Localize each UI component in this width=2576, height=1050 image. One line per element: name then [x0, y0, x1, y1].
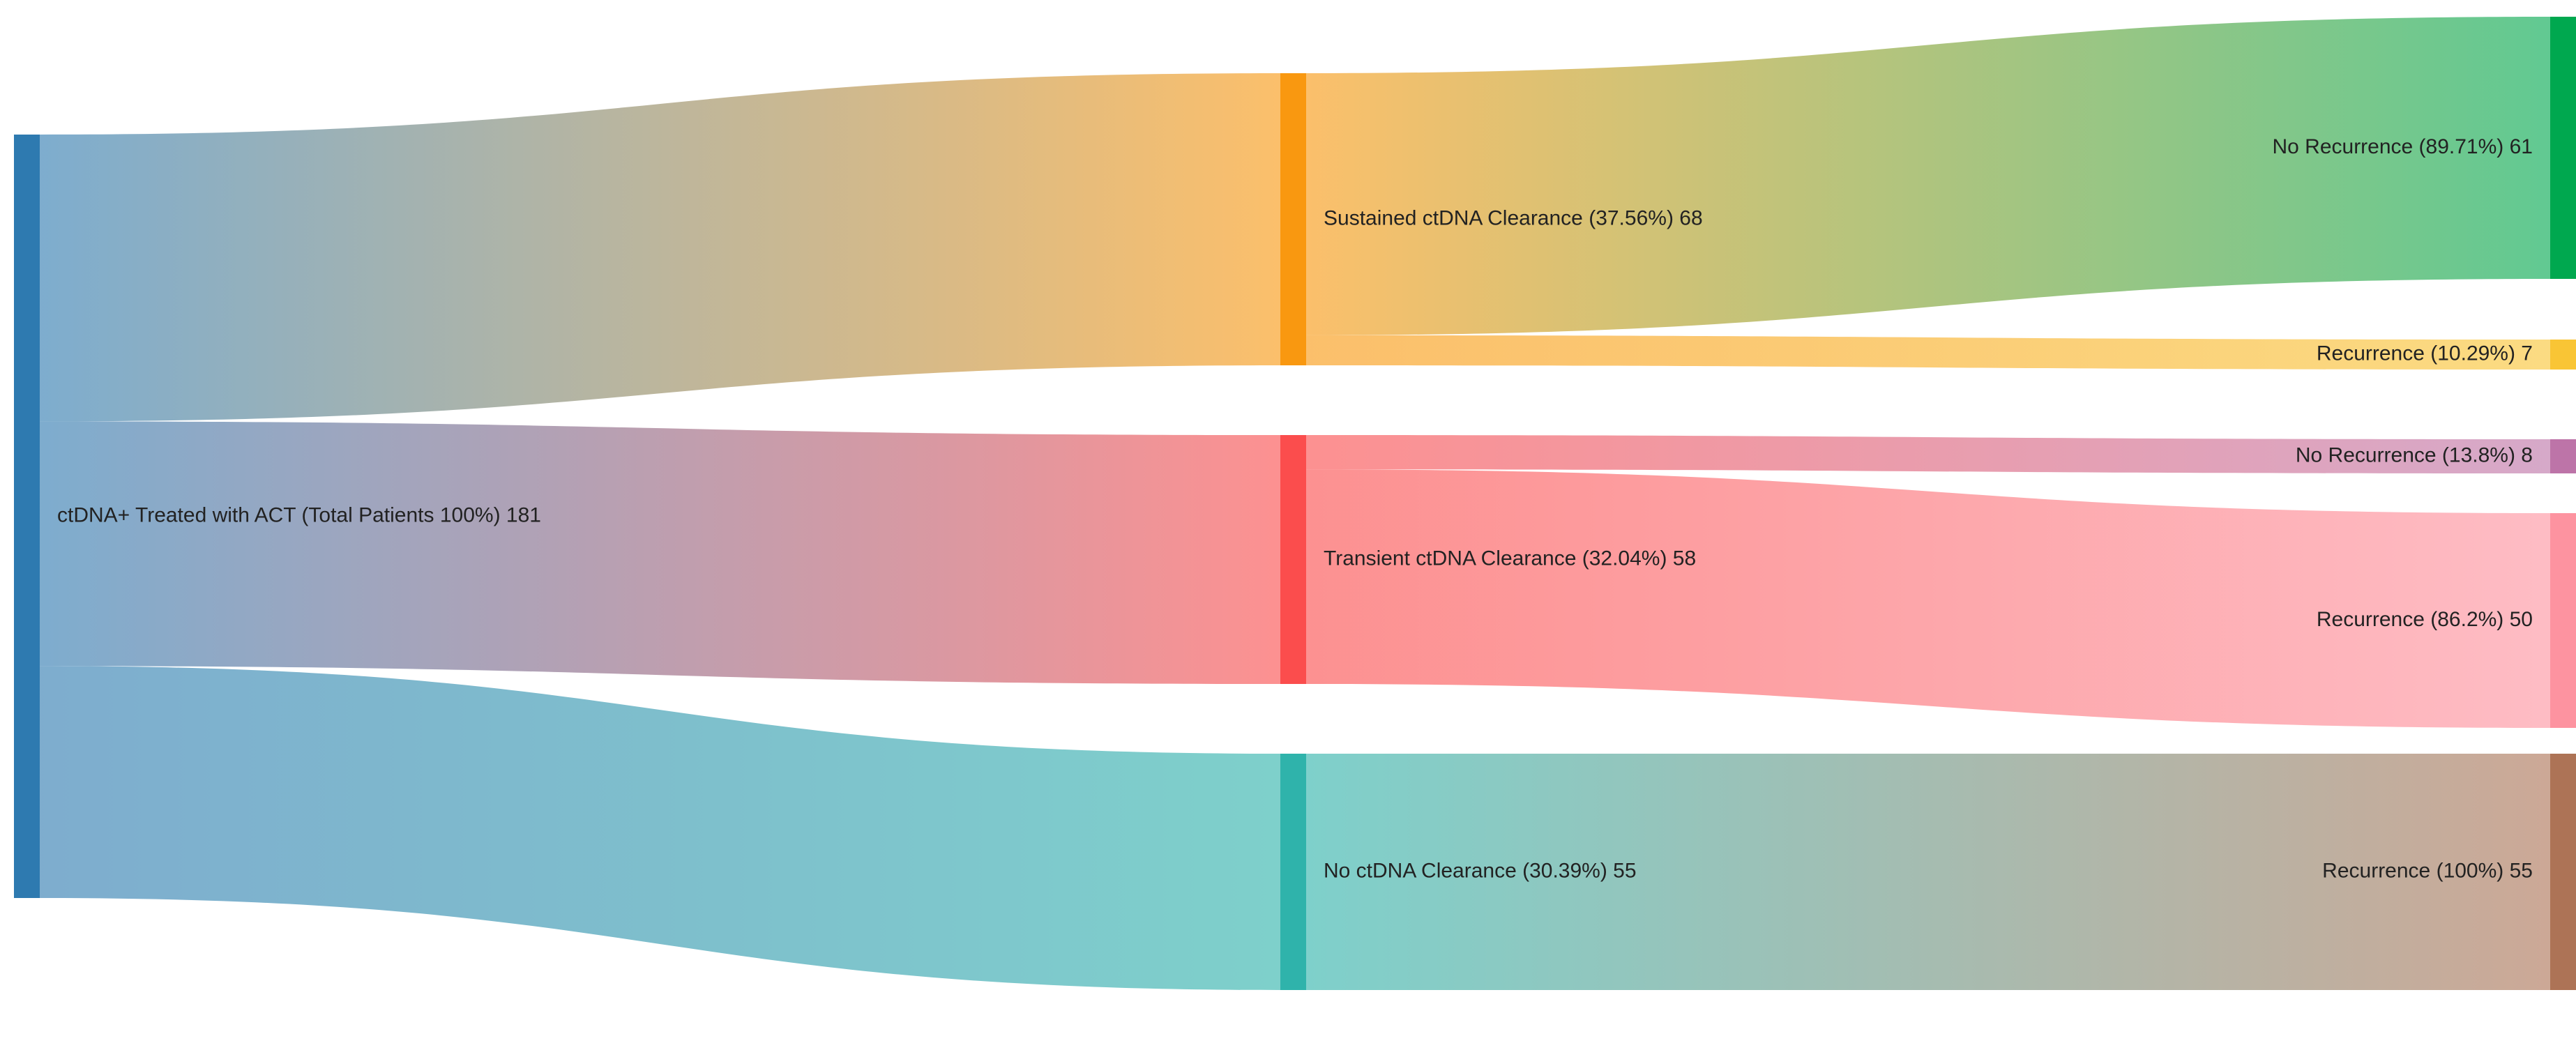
sankey-node-noclearance[interactable] — [1280, 754, 1306, 990]
labels-layer: ctDNA+ Treated with ACT (Total Patients … — [57, 135, 2533, 883]
sankey-node-transient[interactable] — [1280, 435, 1306, 684]
sankey-node-sustained-rec[interactable] — [2550, 340, 2576, 370]
sankey-node-noclearance-rec[interactable] — [2550, 754, 2576, 990]
sankey-link-noclearance-to-noclearance-rec[interactable] — [1306, 754, 2550, 990]
links-layer — [40, 17, 2550, 990]
sankey-node-sustained[interactable] — [1280, 73, 1306, 365]
sankey-node-label-sustained: Sustained ctDNA Clearance (37.56%) 68 — [1324, 206, 1703, 229]
sankey-link-source-to-sustained[interactable] — [40, 73, 1280, 422]
sankey-link-source-to-transient[interactable] — [40, 421, 1280, 684]
sankey-link-sustained-to-sustained-norec[interactable] — [1306, 17, 2550, 335]
sankey-node-label-noclearance-rec: Recurrence (100%) 55 — [2322, 859, 2533, 882]
nodes-layer — [14, 17, 2576, 990]
sankey-node-label-transient-norec: No Recurrence (13.8%) 8 — [2296, 443, 2533, 466]
sankey-node-transient-rec[interactable] — [2550, 513, 2576, 728]
sankey-node-label-sustained-norec: No Recurrence (89.71%) 61 — [2272, 135, 2533, 158]
sankey-node-label-transient: Transient ctDNA Clearance (32.04%) 58 — [1324, 547, 1696, 570]
sankey-node-label-sustained-rec: Recurrence (10.29%) 7 — [2317, 342, 2533, 365]
sankey-link-transient-to-transient-norec[interactable] — [1306, 435, 2550, 473]
sankey-node-sustained-norec[interactable] — [2550, 17, 2576, 279]
sankey-link-transient-to-transient-rec[interactable] — [1306, 469, 2550, 728]
sankey-node-label-noclearance: No ctDNA Clearance (30.39%) 55 — [1324, 859, 1637, 882]
sankey-link-source-to-noclearance[interactable] — [40, 666, 1280, 990]
sankey-node-label-source: ctDNA+ Treated with ACT (Total Patients … — [57, 503, 541, 526]
sankey-link-sustained-to-sustained-rec[interactable] — [1306, 335, 2550, 370]
sankey-node-transient-norec[interactable] — [2550, 439, 2576, 473]
sankey-node-label-transient-rec: Recurrence (86.2%) 50 — [2317, 608, 2533, 631]
sankey-node-source[interactable] — [14, 135, 40, 898]
